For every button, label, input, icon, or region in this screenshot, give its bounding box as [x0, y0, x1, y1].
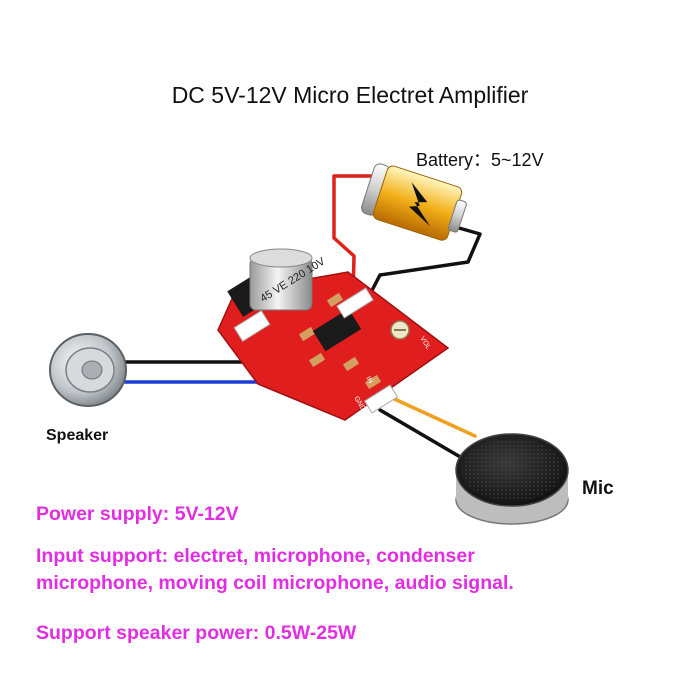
speaker-pad	[233, 310, 271, 342]
battery-positive-wire	[332, 174, 374, 302]
board-text-in: IN	[364, 375, 374, 385]
mic-ground-wire	[378, 408, 464, 460]
battery	[361, 163, 467, 241]
spec-speaker-power: Support speaker power: 0.5W-25W	[36, 622, 357, 644]
spec-input-support-cont: microphone, moving coil microphone, audi…	[36, 572, 514, 594]
mic-label: Mic	[582, 478, 614, 499]
battery-pad	[336, 287, 374, 319]
speaker-label: Speaker	[46, 427, 109, 444]
battery-label: Battery：5~12V	[416, 150, 544, 170]
spec-input-support: Input support: electret, microphone, con…	[36, 545, 475, 567]
mic-pad	[363, 384, 399, 414]
spec-power-supply: Power supply: 5V-12V	[36, 503, 239, 525]
microphone	[455, 433, 569, 525]
diagram-title: DC 5V-12V Micro Electret Amplifier	[171, 82, 529, 108]
mic-signal-wire	[386, 394, 477, 438]
speaker	[49, 333, 127, 407]
battery-negative-wire	[365, 224, 482, 302]
